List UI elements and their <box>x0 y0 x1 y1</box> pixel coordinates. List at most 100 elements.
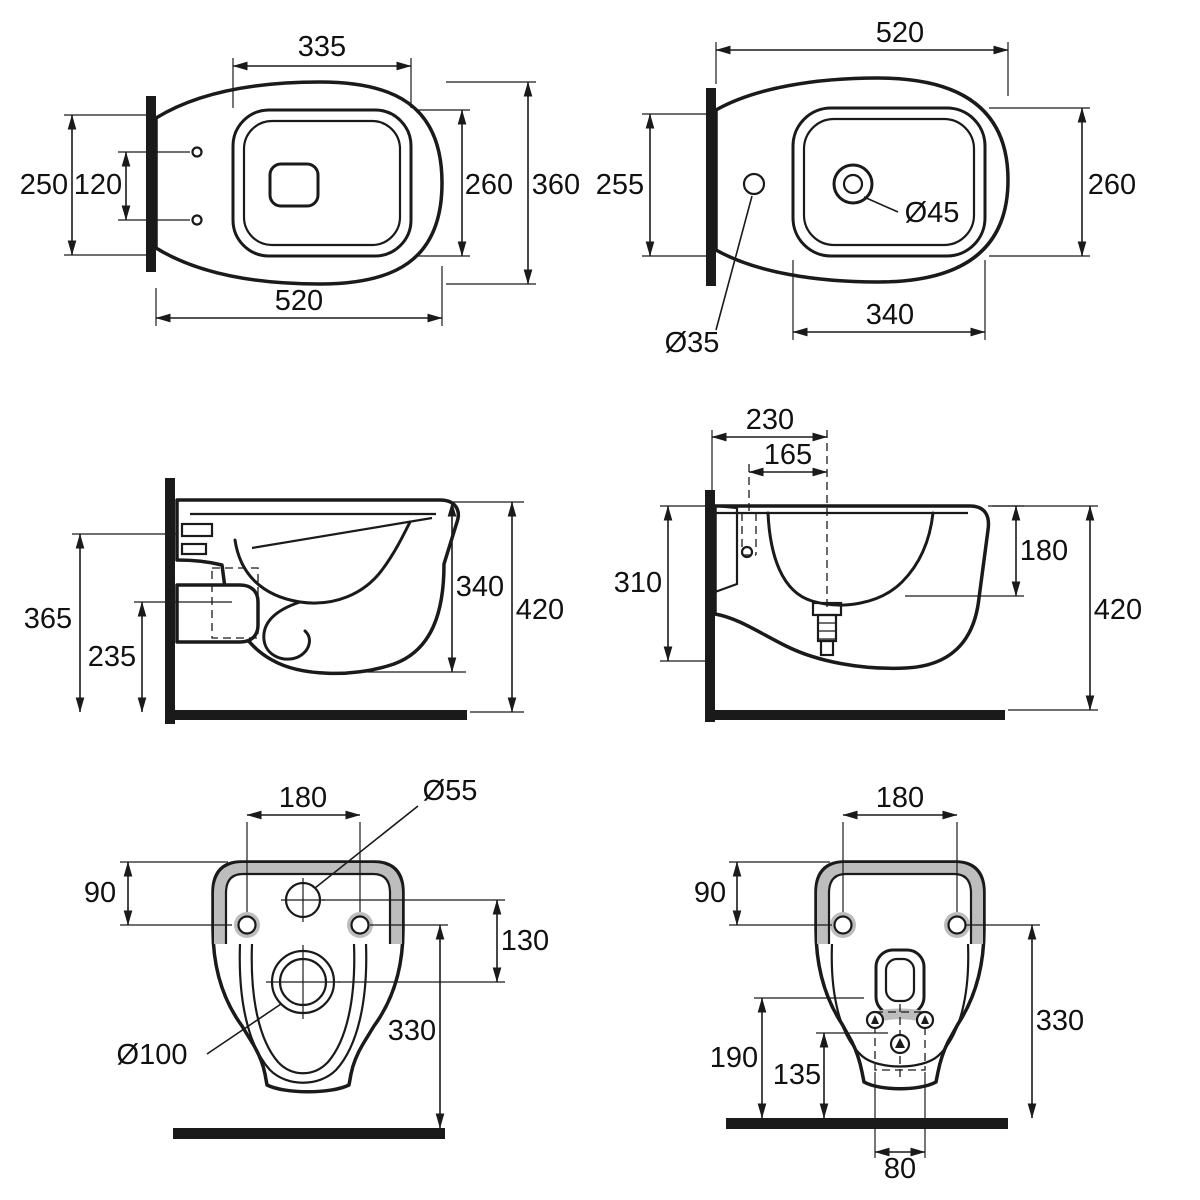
dim-basin-depth: 180 <box>905 505 1068 597</box>
tap-hole-hidden <box>741 513 757 556</box>
dim-label: 120 <box>74 169 122 201</box>
leader-line <box>206 1003 282 1055</box>
dim-fixing-drop: 90 <box>694 861 832 926</box>
wall-section <box>706 88 716 286</box>
wall-bracket <box>714 504 739 594</box>
dim-label: 90 <box>84 877 116 909</box>
waste-trap-thread <box>818 622 836 640</box>
toilet-side-view: 365 235 340 420 <box>24 478 564 724</box>
dim-inner-width: 340 <box>792 260 986 340</box>
wall-section <box>705 490 715 722</box>
extension-line <box>792 260 986 340</box>
dim-inner-width: 335 <box>232 31 412 108</box>
triangle-marker <box>921 1015 929 1024</box>
fixing-hole <box>947 915 967 935</box>
basin-section-curve <box>766 511 935 607</box>
dim-label: Ø100 <box>117 1039 188 1071</box>
extension-line <box>842 822 958 912</box>
dim-overall-width: 360 <box>446 81 580 285</box>
extension-line <box>322 899 505 983</box>
dim-drain-spacing: 80 <box>874 1072 926 1185</box>
dim-label: 250 <box>20 169 68 201</box>
dim-label: 310 <box>614 567 662 599</box>
dim-label: 230 <box>746 404 794 436</box>
tap-hole-inner <box>842 173 864 195</box>
dim-trap-height: 135 <box>773 1032 888 1119</box>
dim-label: 330 <box>1036 1005 1084 1037</box>
dim-label: Ø55 <box>423 775 478 807</box>
dim-fixing-drop: 90 <box>84 861 232 926</box>
bidet-profile-outline <box>713 504 991 671</box>
flush-inlet-lower <box>180 542 208 556</box>
center-cross <box>281 878 325 922</box>
dim-overall-depth: 520 <box>715 17 1009 96</box>
deck-hole <box>742 172 766 196</box>
floor-line <box>715 710 1005 720</box>
dim-label: 165 <box>764 439 812 471</box>
dim-upper-height: 365 <box>24 533 176 713</box>
bowl-section-curve <box>233 520 412 605</box>
extension-line <box>246 822 361 912</box>
dim-outlet-height: 235 <box>88 601 232 713</box>
dim-fixing-height: 330 <box>966 924 1084 1119</box>
dim-inner-depth: 260 <box>989 107 1136 257</box>
dim-fixing-height: 250 <box>20 114 150 256</box>
center-cross <box>266 945 340 1019</box>
bowl-outline <box>238 943 368 1084</box>
flange-inner-line <box>224 872 392 944</box>
dim-outlet-drop: 130 <box>322 899 549 983</box>
extension-line <box>992 505 1098 711</box>
bowl-rim-outer <box>231 108 413 258</box>
leader-line <box>715 195 753 331</box>
dim-label: 180 <box>876 782 924 814</box>
bidet-top-view: 520 255 260 340 Ø45 Ø35 <box>596 17 1136 359</box>
dim-overall-height: 420 <box>992 505 1142 711</box>
basin-rim-outer <box>791 106 987 258</box>
fixing-hole <box>833 915 853 935</box>
mounting-box-hidden <box>211 567 259 639</box>
bidet-rear-view: 180 90 330 190 135 80 <box>694 782 1084 1185</box>
extension-line <box>120 861 232 926</box>
fixing-hole <box>237 915 257 935</box>
dim-label: 235 <box>88 641 136 673</box>
dim-label: 180 <box>1020 535 1068 567</box>
flush-inlet <box>180 522 214 538</box>
dim-drain-setout: 230 <box>711 404 828 612</box>
dim-label: 360 <box>532 169 580 201</box>
leader-line <box>314 805 419 889</box>
dim-label: 520 <box>876 17 924 49</box>
extension-line <box>729 861 832 926</box>
dim-fixing-spacing: 180 <box>842 782 958 912</box>
dim-label: 330 <box>388 1015 436 1047</box>
dim-overall-depth: 520 <box>155 266 443 326</box>
dim-label: 180 <box>279 782 327 814</box>
bowl-rim-inner <box>242 119 402 247</box>
toilet-body-outline <box>154 80 444 286</box>
drain-opening <box>268 162 320 208</box>
toilet-rear-view: 180 Ø55 90 130 330 Ø100 <box>84 775 549 1139</box>
soil-outlet-stub <box>175 583 260 644</box>
floor-line <box>173 1128 445 1139</box>
triangle-marker <box>895 1038 905 1048</box>
mounting-flange <box>214 863 402 944</box>
label-top-hole-dia: Ø55 <box>314 775 478 889</box>
extension-line <box>874 1072 926 1158</box>
dim-label: 260 <box>465 169 513 201</box>
dim-tap-setout: 165 <box>748 439 828 513</box>
floor-line <box>726 1118 1008 1129</box>
basin-rim-inner <box>802 117 976 247</box>
dim-inner-depth: 260 <box>415 109 513 257</box>
extension-line <box>64 114 150 256</box>
fixing-hole <box>191 214 203 226</box>
dim-label: 420 <box>1094 594 1142 626</box>
mounting-flange <box>817 863 983 944</box>
dim-drain-height: 190 <box>710 997 864 1119</box>
dim-label: Ø45 <box>905 197 960 229</box>
wall-section <box>146 96 156 272</box>
label-tap-hole-dia: Ø45 <box>863 196 960 229</box>
dim-label: 340 <box>866 299 914 331</box>
dim-label: 130 <box>501 925 549 957</box>
tap-body-inner <box>884 957 916 1003</box>
dim-hole-spacing: 120 <box>74 151 190 221</box>
